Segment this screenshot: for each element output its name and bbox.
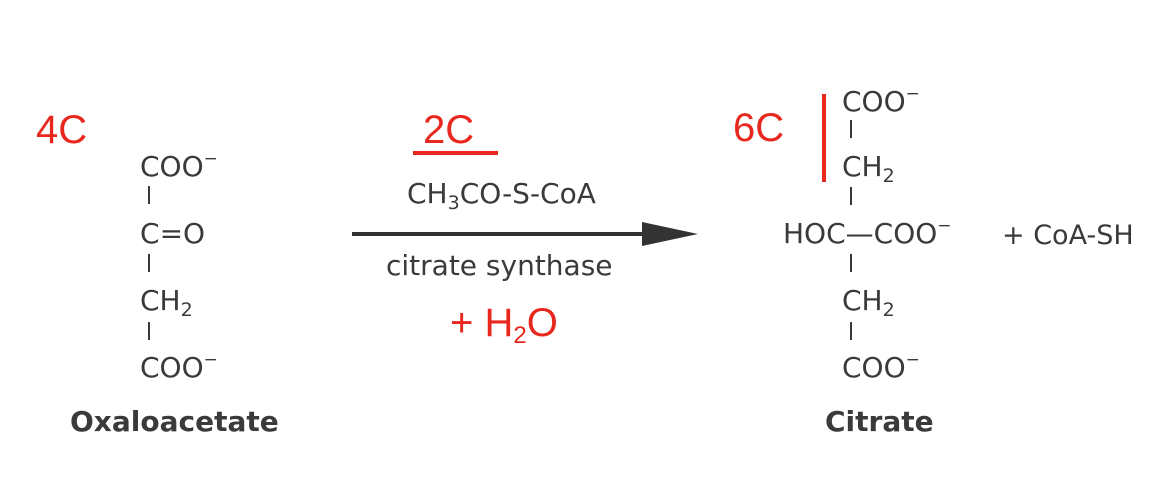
reactant-name-oxaloacetate: Oxaloacetate	[70, 405, 279, 438]
citrate-top-carboxylate: COO−	[842, 85, 920, 118]
reaction-arrow	[352, 222, 698, 246]
oxaloacetate-bond-1	[148, 186, 150, 204]
oxaloacetate-methylene-text: CH	[140, 284, 181, 317]
citrate-middle-carboxylate: COO	[873, 217, 938, 250]
reagent-part1: CH	[407, 177, 448, 210]
citrate-methylene-top-text: CH	[842, 150, 883, 183]
citrate-methylene-bottom-text: CH	[842, 284, 883, 317]
oxaloacetate-bottom-carboxylate-text: COO	[140, 351, 204, 384]
citrate-bond-4	[850, 322, 852, 340]
citrate-bottom-charge: −	[905, 350, 920, 370]
citrate-single-bond: —	[845, 217, 874, 250]
citrate-hydroxyl-carbon: HOC	[783, 217, 846, 250]
oxaloacetate-bond-2	[148, 254, 150, 272]
product-marker-annotation	[822, 94, 826, 182]
reagent-underline-annotation	[413, 151, 498, 155]
oxaloacetate-top-carboxylate: COO−	[140, 150, 218, 183]
citrate-top-carboxylate-text: COO	[842, 85, 906, 118]
oxaloacetate-bond-3	[148, 322, 150, 340]
citrate-methylene-bottom: CH2	[842, 284, 895, 320]
byproduct-coa-sh: + CoA-SH	[1002, 220, 1134, 251]
oxaloacetate-bottom-charge: −	[203, 350, 218, 370]
reagent-acetyl-coa: CH3CO-S-CoA	[407, 177, 596, 213]
citrate-central-row: HOC—COO−	[783, 217, 952, 250]
enzyme-label: citrate synthase	[386, 249, 613, 282]
oxaloacetate-ketone-carbon: C	[140, 217, 160, 250]
citrate-methylene-top-sub: 2	[882, 165, 895, 187]
water-prefix: + H	[450, 301, 514, 345]
oxaloacetate-methylene-sub: 2	[180, 299, 193, 321]
citrate-bottom-carboxylate: COO−	[842, 351, 920, 384]
oxaloacetate-top-carboxylate-text: COO	[140, 150, 204, 183]
citrate-bond-2	[850, 187, 852, 205]
citrate-methylene-bottom-sub: 2	[882, 299, 895, 321]
oxaloacetate-double-bond: =	[159, 217, 184, 250]
citrate-bond-1	[850, 120, 852, 138]
citrate-middle-charge: −	[937, 216, 952, 236]
reagent-part2: CO-S-CoA	[459, 177, 596, 210]
oxaloacetate-ketone-oxygen: O	[183, 217, 206, 250]
citrate-top-charge: −	[905, 84, 920, 104]
reactant-carbon-count-annotation: 4C	[36, 108, 88, 152]
water-annotation: + H2O	[450, 301, 558, 348]
oxaloacetate-top-charge: −	[203, 149, 218, 169]
citrate-methylene-top: CH2	[842, 150, 895, 186]
reagent-carbon-count-annotation: 2C	[423, 108, 475, 152]
product-name-citrate: Citrate	[825, 405, 934, 438]
water-suffix: O	[526, 301, 558, 345]
oxaloacetate-methylene: CH2	[140, 284, 193, 320]
water-sub: 2	[513, 322, 527, 349]
oxaloacetate-bottom-carboxylate: COO−	[140, 351, 218, 384]
citrate-bottom-carboxylate-text: COO	[842, 351, 906, 384]
citrate-bond-3	[850, 254, 852, 272]
oxaloacetate-ketone: C=O	[140, 220, 205, 248]
product-carbon-count-annotation: 6C	[733, 106, 785, 150]
reagent-sub: 3	[447, 192, 460, 214]
